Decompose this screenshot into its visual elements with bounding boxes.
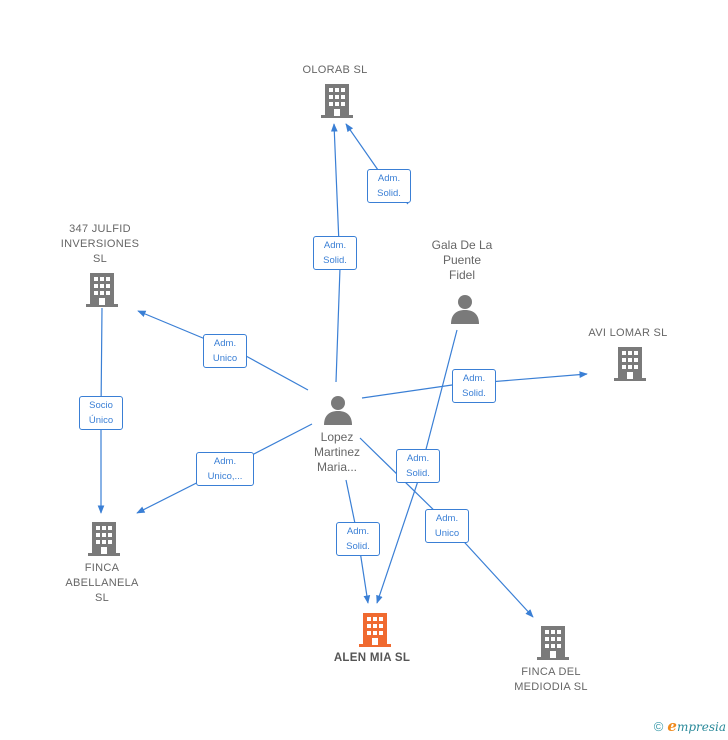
edge-label-julfid-abellanela[interactable]: Socio Único: [79, 396, 123, 430]
label-line: Fidel: [448, 268, 476, 282]
edge-label-line: Adm.: [406, 453, 430, 464]
edge-label-line: Solid.: [346, 541, 370, 552]
edge-label-line: Solid.: [377, 188, 401, 199]
edge-label-line: Solid.: [406, 468, 430, 479]
label-line: FINCA DEL: [521, 666, 581, 678]
label-line: INVERSIONES: [60, 238, 140, 250]
edge-label-line: Adm.: [377, 173, 401, 184]
label-line: Maria...: [316, 460, 358, 474]
label-line: SL: [92, 253, 108, 265]
edge-label-lopez-avilomar[interactable]: Adm. Solid.: [452, 369, 496, 403]
edge-label-line: Unico,...: [207, 471, 243, 482]
label-line: Martinez: [313, 445, 361, 459]
node-label-lopez[interactable]: Lopez Martinez Maria...: [314, 430, 360, 475]
edge-gala-alenmia: [376, 329, 458, 604]
edge-label-line: Solid.: [323, 255, 347, 266]
label-line: FINCA: [84, 562, 120, 574]
edge-label-line: Adm.: [435, 513, 459, 524]
brand-logo: empresia: [667, 717, 726, 735]
edge-label-line: Socio: [89, 400, 113, 411]
edge-label-line: Adm.: [213, 338, 237, 349]
person-icon[interactable]: [450, 294, 480, 324]
node-label-finca-abellanela[interactable]: FINCA ABELLANELA SL: [65, 561, 138, 606]
building-icon-highlight[interactable]: [359, 613, 391, 647]
label-line: 347 JULFID: [69, 223, 131, 235]
node-label-finca-mediodia[interactable]: FINCA DEL MEDIODIA SL: [514, 665, 588, 695]
edge-label-gala-olorab[interactable]: Adm. Solid.: [367, 169, 411, 203]
edge-label-lopez-abellanela[interactable]: Adm. Unico,...: [196, 452, 254, 486]
node-label-gala[interactable]: Gala De La Puente Fidel: [432, 238, 493, 283]
edge-label-lopez-julfid[interactable]: Adm. Unico: [203, 334, 247, 368]
person-icon[interactable]: [323, 395, 353, 425]
label-line: SL: [94, 592, 110, 604]
copyright-symbol: ©: [653, 718, 664, 734]
edge-label-line: Único: [88, 415, 114, 426]
node-label-alen-mia[interactable]: ALEN MIA SL: [334, 651, 410, 666]
brand-name: mpresia: [676, 720, 726, 734]
label-line: Lopez: [320, 430, 354, 444]
node-label-olorab[interactable]: OLORAB SL: [302, 63, 367, 78]
label-line: ABELLANELA: [65, 577, 139, 589]
edge-label-lopez-olorab[interactable]: Adm. Solid.: [313, 236, 357, 270]
label-line: ALEN MIA SL: [333, 652, 411, 664]
building-icon[interactable]: [86, 273, 118, 307]
edge-label-line: Adm.: [346, 526, 370, 537]
edge-label-line: Unico: [434, 528, 460, 539]
label-line: MEDIODIA SL: [514, 681, 588, 693]
building-icon[interactable]: [321, 84, 353, 118]
edge-label-lopez-alenmia[interactable]: Adm. Solid.: [336, 522, 380, 556]
edge-label-line: Adm.: [213, 456, 237, 467]
edge-label-gala-alenmia[interactable]: Adm. Solid.: [396, 449, 440, 483]
label-line: AVI LOMAR SL: [588, 327, 668, 339]
label-line: Puente: [442, 253, 482, 267]
edge-label-lopez-mediodia[interactable]: Adm. Unico: [425, 509, 469, 543]
building-icon[interactable]: [614, 347, 646, 381]
edge-label-line: Solid.: [462, 388, 486, 399]
brand-initial: e: [667, 717, 677, 735]
edge-label-line: Adm.: [323, 240, 347, 251]
label-line: Gala De La: [431, 238, 493, 252]
node-label-julfid[interactable]: 347 JULFID INVERSIONES SL: [61, 222, 140, 267]
edge-label-line: Unico: [212, 353, 238, 364]
node-label-avilomar[interactable]: AVI LOMAR SL: [588, 326, 667, 341]
label-line: OLORAB SL: [302, 64, 368, 76]
footer-brand[interactable]: © empresia: [654, 717, 726, 735]
building-icon[interactable]: [537, 626, 569, 660]
building-icon[interactable]: [88, 522, 120, 556]
edge-label-line: Adm.: [462, 373, 486, 384]
